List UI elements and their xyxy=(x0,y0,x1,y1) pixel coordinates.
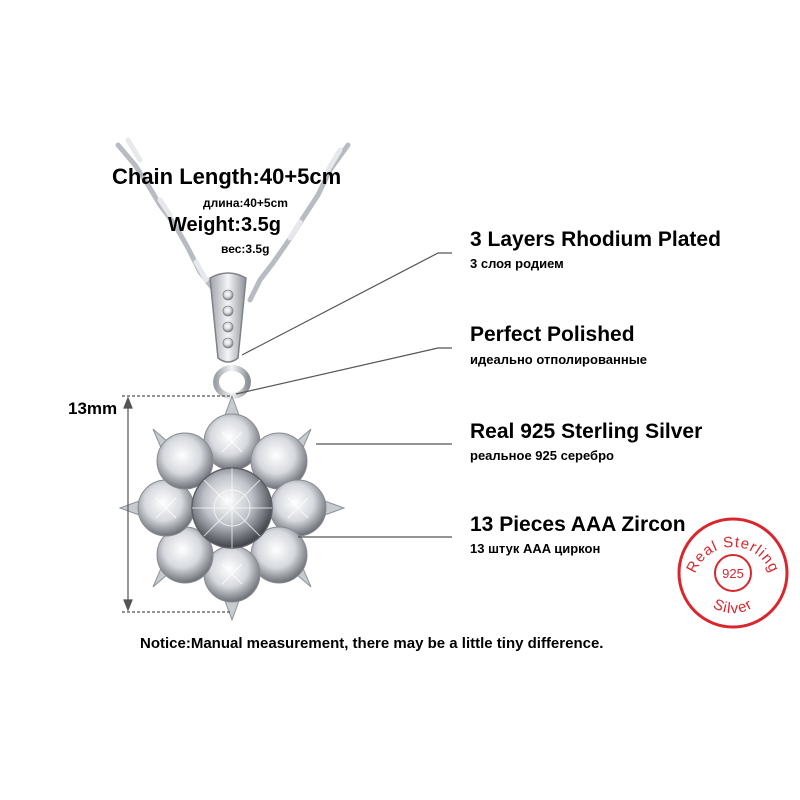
chain-length-label: Chain Length:40+5cm xyxy=(112,164,342,189)
weight-ru-label: вес:3.5g xyxy=(221,242,270,256)
leader-lines xyxy=(235,252,452,538)
flower-pendant xyxy=(118,394,346,622)
feature-subtitle-polished: идеально отполированные xyxy=(470,352,648,367)
size-dimension-label: 13mm xyxy=(68,399,118,418)
feature-title-zircon: 13 Pieces AAA Zircon xyxy=(470,513,686,536)
feature-title-rhodium: 3 Layers Rhodium Plated xyxy=(470,228,721,251)
feature-title-polished: Perfect Polished xyxy=(470,323,635,346)
weight-label: Weight:3.5g xyxy=(168,214,281,236)
feature-subtitle-zircon: 13 штук AAA циркон xyxy=(470,541,601,556)
notice-text: Notice:Manual measurement, there may be … xyxy=(140,635,604,652)
stamp-center-text: 925 xyxy=(722,566,744,581)
chain-length-ru-label: длина:40+5cm xyxy=(203,196,288,210)
sterling-silver-stamp-icon: Real Sterling 925 Silver xyxy=(677,517,789,629)
svg-text:Silver: Silver xyxy=(711,596,756,618)
dimension-marker xyxy=(122,395,232,613)
feature-title-silver: Real 925 Sterling Silver xyxy=(470,420,703,443)
bail xyxy=(209,272,251,399)
feature-subtitle-rhodium: 3 слоя родием xyxy=(470,256,564,271)
feature-subtitle-silver: реальное 925 серебро xyxy=(470,448,614,463)
stamp-bottom-text: Silver xyxy=(711,596,755,618)
